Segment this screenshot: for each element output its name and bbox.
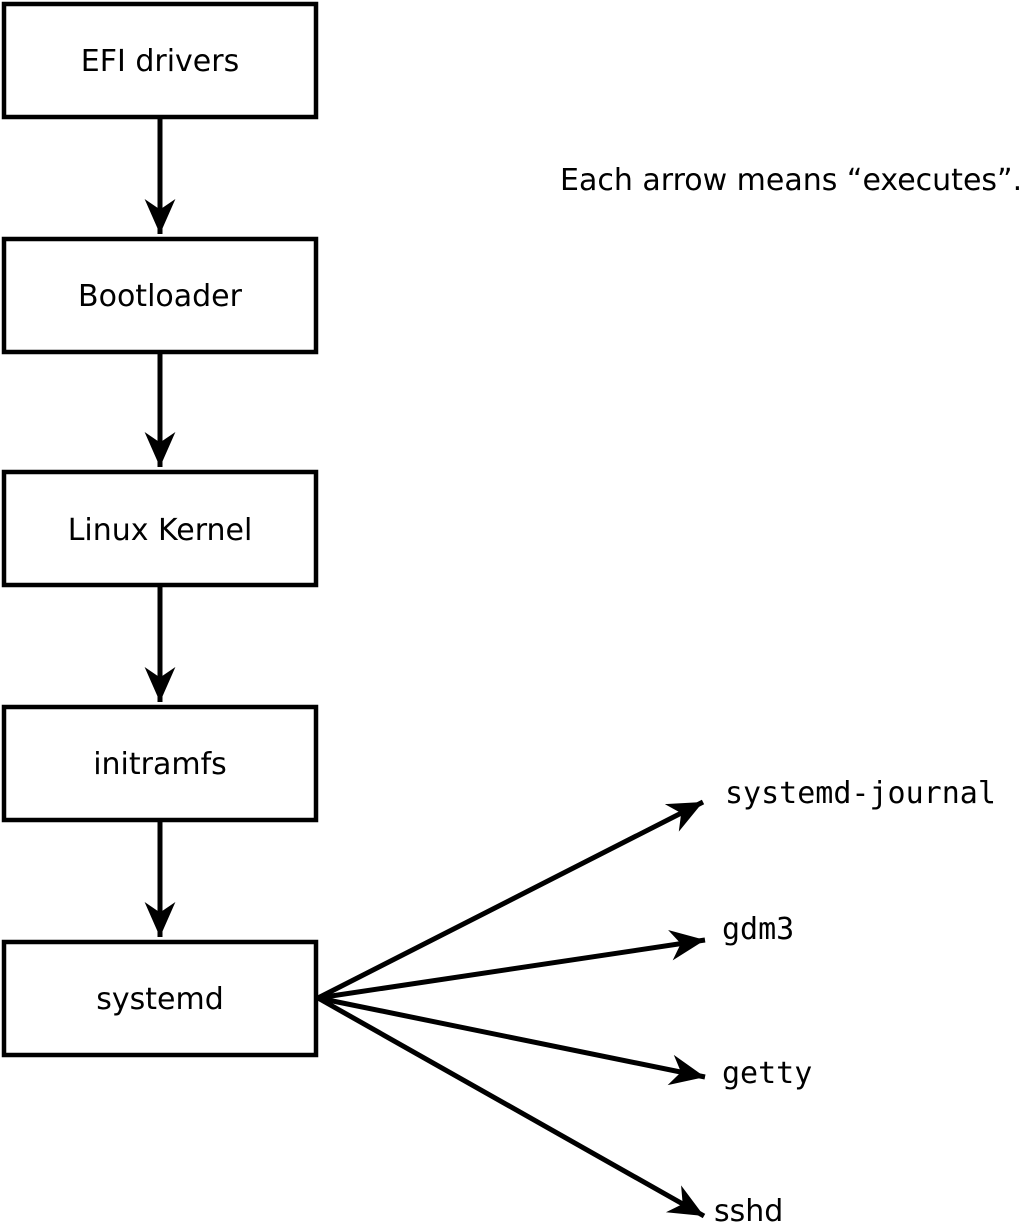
arrow-systemd-to-sshd — [316, 995, 706, 1219]
box-initramfs-rect — [1, 704, 319, 823]
arrow-systemd-to-getty — [317, 995, 706, 1086]
box-systemd-rect — [1, 939, 319, 1058]
arrow-systemd-to-gdm3 — [317, 929, 706, 1001]
box-efi-drivers-label: EFI drivers — [81, 44, 239, 79]
label-systemd-journal: systemd-journal — [725, 776, 996, 811]
label-getty: getty — [722, 1056, 812, 1091]
label-sshd: sshd — [714, 1194, 783, 1229]
label-gdm3: gdm3 — [722, 912, 794, 947]
box-bootloader-rect — [1, 236, 319, 355]
box-systemd-label: systemd — [96, 982, 224, 1017]
arrow-systemd-to-systemd-journal — [316, 799, 705, 1001]
box-linux-kernel-rect — [1, 469, 319, 588]
box-initramfs: initramfs — [1, 704, 319, 823]
box-efi-drivers-rect — [1, 1, 319, 120]
box-initramfs-label: initramfs — [93, 747, 227, 782]
caption-arrow-meaning: Each arrow means “executes”. — [560, 163, 1022, 198]
box-bootloader: Bootloader — [1, 236, 319, 355]
box-linux-kernel-label: Linux Kernel — [68, 513, 253, 548]
box-linux-kernel: Linux Kernel — [1, 469, 319, 588]
box-bootloader-label: Bootloader — [78, 279, 243, 314]
box-efi-drivers: EFI drivers — [1, 1, 319, 120]
box-systemd: systemd — [1, 939, 319, 1058]
